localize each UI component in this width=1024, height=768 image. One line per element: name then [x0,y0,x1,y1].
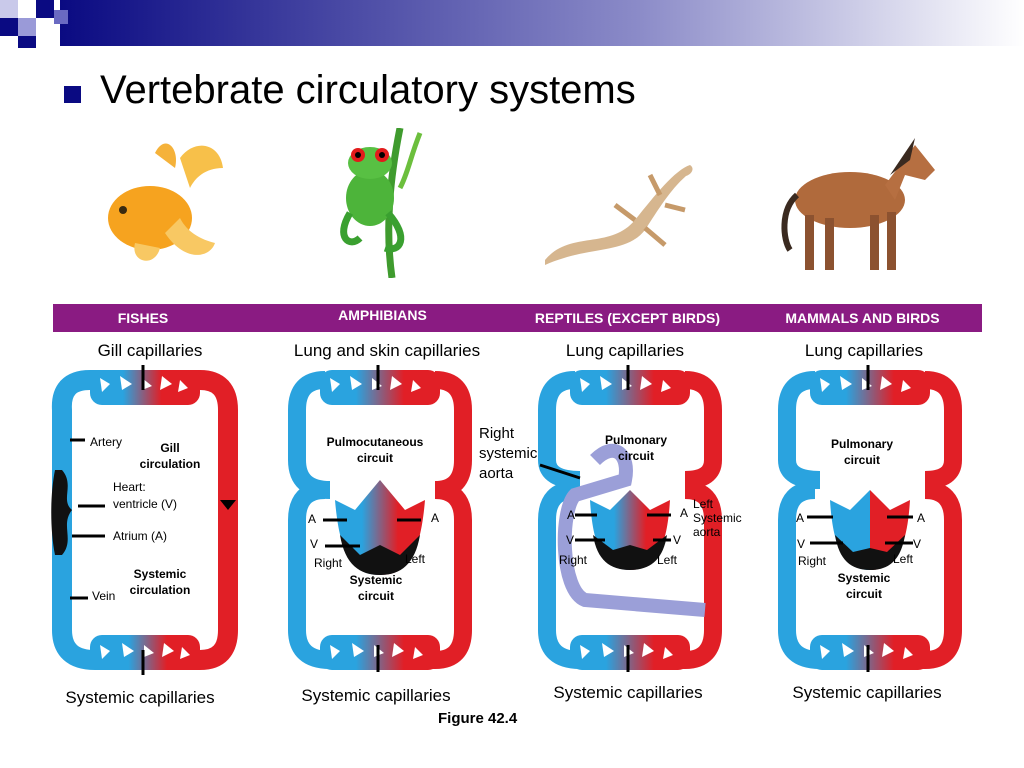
reptile-rsa-line-3: aorta [479,465,514,482]
amphibian-circuit-line-1: Pulmocutaneous [326,435,424,449]
reptile-lsa-line-1: Left [693,497,714,511]
amphibian-left-label: Left [405,552,426,566]
corner-decoration [0,0,1024,48]
fish-heart-line-2: ventricle (V) [113,497,178,511]
mammal-bottom-label: Systemic capillaries [792,683,942,702]
fish-sys-circ-line-2: circulation [129,583,191,597]
fish-gill-circulation-label: Gill circulation [132,440,208,472]
mammal-pulmonary-circuit-label: Pulmonary circuit [822,436,902,468]
reptile-circuit-line-1: Pulmonary [604,433,667,447]
fish-systemic-circulation-label: Systemic circulation [120,566,200,598]
fish-top-label: Gill capillaries [97,341,203,360]
mammal-circuit-line-2: circuit [843,453,880,467]
mammal-v-right: V [913,537,922,551]
slide-title: Vertebrate circulatory systems [100,68,636,112]
category-reptiles: REPTILES (EXCEPT BIRDS) [534,310,721,326]
reptile-a-left: A [567,508,576,522]
mammal-a-right: A [917,511,926,525]
frog-illustration [340,128,423,278]
reptile-circuit-line-2: circuit [617,449,654,463]
amphibian-sys-line-2: circuit [357,589,394,603]
mammal-right-label: Right [798,554,827,568]
amphibian-pulmocutaneous-label: Pulmocutaneous circuit [320,434,430,466]
fish-artery-label: Artery [90,435,123,449]
mammal-circuit-line-1: Pulmonary [830,437,893,451]
reptile-lsa-line-2: Systemic [693,511,742,525]
lizard-illustration [545,165,693,265]
fish-gill-circ-line-1: Gill [160,441,180,455]
reptile-right-systemic-aorta-label: Right systemic aorta [479,424,537,484]
amphibian-circuit-line-2: circuit [356,451,393,465]
reptile-left-systemic-aorta-label: Left Systemic aorta [693,497,742,539]
amphibian-circulation-diagram [288,365,472,672]
category-amphibians: AMPHIBIANS [338,307,427,323]
fish-gill-circ-line-2: circulation [139,457,201,471]
amphibian-a-left: A [308,512,317,526]
reptile-pulmonary-circuit-label: Pulmonary circuit [596,432,676,464]
goldfish-illustration [108,143,223,261]
category-bar [53,304,982,332]
amphibian-v-label: V [310,537,319,551]
amphibian-top-label: Lung and skin capillaries [293,341,481,360]
amphibian-systemic-circuit-label: Systemic circuit [336,572,416,604]
reptile-rsa-line-2: systemic [479,445,538,462]
category-fishes: FISHES [117,310,169,326]
category-mammals-birds: MAMMALS AND BIRDS [785,310,940,326]
reptile-left-label: Left [657,553,678,567]
mammal-left-label: Left [893,552,914,566]
amphibian-a-right: A [431,511,440,525]
amphibian-right-label: Right [314,556,343,570]
reptile-right-label: Right [559,553,588,567]
amphibian-sys-line-1: Systemic [349,573,403,587]
reptile-v-left: V [566,533,575,547]
fish-bottom-label: Systemic capillaries [65,688,215,707]
amphibian-bottom-label: Systemic capillaries [301,686,451,705]
mammal-systemic-circuit-label: Systemic circuit [824,570,904,602]
reptile-circulation-diagram [538,365,722,672]
fish-atrium-label: Atrium (A) [113,529,167,543]
fish-heart-label: Heart: ventricle (V) [113,480,177,511]
reptile-v-right: V [673,533,682,547]
mammal-sys-line-1: Systemic [837,571,891,585]
reptile-rsa-line-1: Right [479,425,515,442]
mammal-top-label: Lung capillaries [804,341,924,360]
horse-illustration [781,138,935,270]
reptile-lsa-line-3: aorta [693,525,721,539]
mammal-sys-line-2: circuit [845,587,882,601]
fish-vein-label: Vein [92,589,116,603]
mammal-v-left: V [797,537,806,551]
reptile-top-label: Lung capillaries [565,341,685,360]
reptile-a-right: A [680,506,689,520]
reptile-bottom-label: Systemic capillaries [553,683,703,702]
mammal-a-left: A [796,511,805,525]
figure-caption: Figure 42.4 [438,710,518,727]
mammal-circulation-diagram [778,365,962,672]
fish-heart-line-1: Heart: [113,480,146,494]
fish-sys-circ-line-1: Systemic [133,567,187,581]
fish-circulation-diagram [51,365,238,675]
title-bullet [64,86,81,103]
